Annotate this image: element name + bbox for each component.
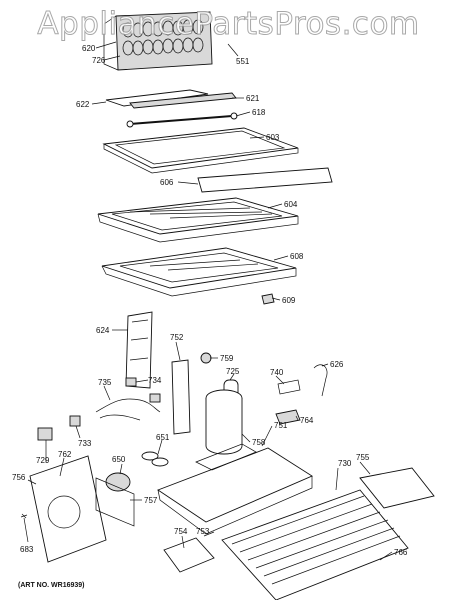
part-740 (277, 379, 301, 395)
rod-618 (126, 112, 238, 128)
label-726: 726 (92, 56, 106, 65)
label-755: 755 (356, 453, 370, 462)
bracket-622 (105, 89, 209, 107)
part-number-labels: 620 726 551 622 621 618 603 606 604 608 … (12, 44, 408, 557)
label-626: 626 (330, 360, 344, 369)
label-650: 650 (112, 455, 126, 464)
cover-606 (197, 167, 333, 193)
label-759: 759 (220, 354, 234, 363)
leader-lines (23, 41, 393, 561)
label-766: 766 (394, 548, 408, 557)
label-624: 624 (96, 326, 110, 335)
condenser-730 (221, 489, 409, 600)
evaporator-coil (103, 11, 213, 71)
duct-624 (125, 311, 153, 389)
label-754: 754 (174, 527, 188, 536)
label-551: 551 (236, 57, 250, 66)
label-762: 762 (58, 450, 72, 459)
label-604: 604 (284, 200, 298, 209)
label-603: 603 (266, 133, 280, 142)
label-751: 751 (274, 421, 288, 430)
label-734: 734 (148, 376, 162, 385)
shroud-762 (29, 455, 107, 563)
part-764 (275, 409, 301, 425)
label-730: 730 (338, 459, 352, 468)
label-621: 621 (246, 94, 260, 103)
compressor-758 (205, 389, 243, 455)
label-757: 757 (144, 496, 158, 505)
label-622: 622 (76, 100, 90, 109)
label-752: 752 (170, 333, 184, 342)
label-753: 753 (196, 527, 210, 536)
cover-754 (163, 537, 215, 573)
capacitor-729 (37, 427, 53, 441)
label-756: 756 (12, 473, 26, 482)
bracket-752 (171, 359, 191, 435)
label-740: 740 (270, 368, 284, 377)
label-733: 733 (78, 439, 92, 448)
plug-734 (125, 377, 137, 387)
wiring-735 (95, 398, 161, 421)
label-683: 683 (20, 545, 34, 554)
thermostat-626 (313, 364, 328, 397)
motor-650 (105, 472, 131, 492)
clip-609 (261, 293, 275, 305)
panel-757 (95, 477, 135, 527)
label-764: 764 (300, 416, 314, 425)
shelf-603 (102, 127, 299, 174)
label-618: 618 (252, 108, 266, 117)
label-651: 651 (156, 433, 170, 442)
base-751 (157, 443, 313, 535)
shelf-604 (97, 197, 299, 243)
label-725: 725 (226, 367, 240, 376)
label-729: 729 (36, 456, 50, 465)
cover-755 (359, 467, 435, 509)
part-759 (200, 352, 212, 364)
label-735: 735 (98, 378, 112, 387)
label-758: 758 (252, 438, 266, 447)
label-609: 609 (282, 296, 296, 305)
label-608: 608 (290, 252, 304, 261)
fan-651 (141, 451, 169, 467)
art-number: (ART NO. WR16939) (18, 582, 85, 589)
pan-608 (101, 247, 297, 297)
screw-683 (20, 513, 28, 519)
label-606: 606 (160, 178, 174, 187)
label-620: 620 (82, 44, 96, 53)
relay-733 (69, 415, 81, 427)
